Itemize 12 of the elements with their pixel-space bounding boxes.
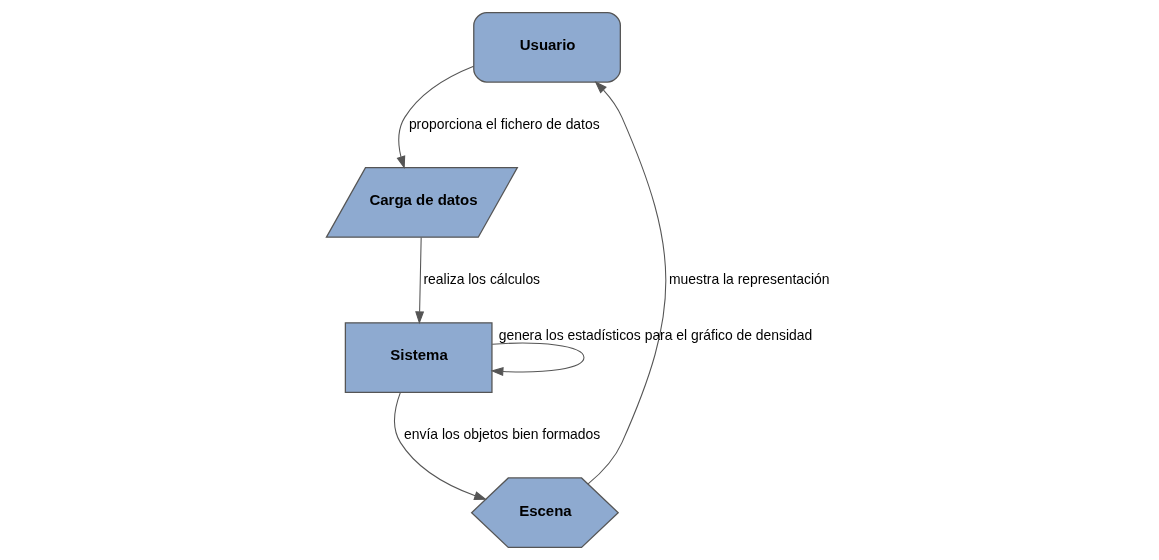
node-box: Usuario <box>473 11 621 83</box>
arrow <box>587 81 667 485</box>
arrow <box>490 342 585 377</box>
edge-label: muestra la representación <box>668 270 830 287</box>
arrow <box>396 65 475 169</box>
edge-label: envía los objetos bien formados <box>404 425 601 442</box>
edge-label: realiza los cálculos <box>423 270 541 287</box>
arrow <box>394 392 487 500</box>
arrow <box>415 236 425 325</box>
node-box: Sistema <box>344 322 493 393</box>
edge-label: proporciona el fichero de datos <box>408 115 600 132</box>
edge-label: genera los estadísticos para el gráfico de densidad <box>498 327 813 344</box>
